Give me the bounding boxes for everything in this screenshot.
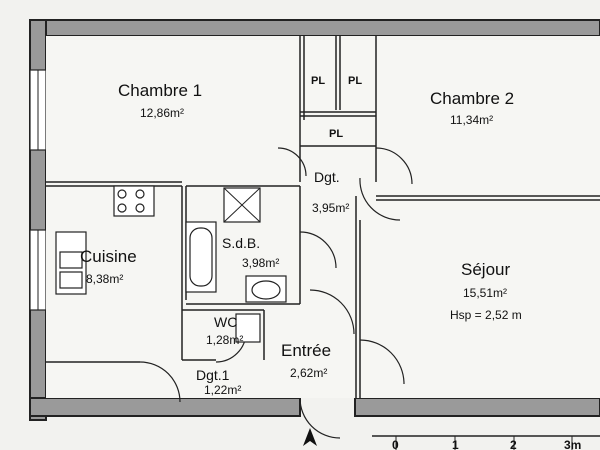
room-area-chambre-2: 11,34m²	[450, 113, 493, 127]
room-name-chambre-2: Chambre 2	[430, 89, 514, 108]
room-area-sejour: 15,51m²	[463, 286, 507, 300]
scale-tick-label: 1	[452, 438, 459, 450]
room-area-dgt: 3,95m²	[312, 201, 349, 215]
room-name-sejour: Séjour	[461, 260, 510, 279]
closet-label: PL	[348, 75, 362, 87]
room-name-cuisine: Cuisine	[80, 247, 137, 266]
room-area-dgt1: 1,22m²	[204, 383, 241, 397]
room-area-entree: 2,62m²	[290, 366, 327, 380]
scale-tick-label: 0	[392, 438, 399, 450]
doors	[139, 147, 413, 439]
north-arrow-icon	[303, 428, 317, 446]
room-name-wc: WC	[214, 314, 237, 330]
room-area-chambre-1: 12,86m²	[140, 106, 184, 120]
room-name-entree: Entrée	[281, 341, 331, 360]
kitchen-fixtures	[55, 185, 155, 295]
closet-label: PL	[311, 75, 325, 87]
room-height-sejour: Hsp = 2,52 m	[450, 308, 522, 322]
room-area-cuisine: 8,38m²	[86, 272, 123, 286]
room-name-sdb: S.d.B.	[222, 235, 260, 251]
scale-tick-label: 2	[510, 438, 517, 450]
room-name-chambre-1: Chambre 1	[118, 81, 202, 100]
scale-bar: 0 1 2 3m	[372, 435, 600, 450]
room-name-dgt1: Dgt.1	[196, 367, 230, 383]
room-area-sdb: 3,98m²	[242, 256, 279, 270]
closet-label: PL	[329, 128, 343, 140]
bathroom-fixtures	[185, 187, 287, 343]
room-area-wc: 1,28m²	[206, 333, 243, 347]
room-name-dgt: Dgt.	[314, 169, 340, 185]
scale-tick-label: 3m	[564, 438, 581, 450]
